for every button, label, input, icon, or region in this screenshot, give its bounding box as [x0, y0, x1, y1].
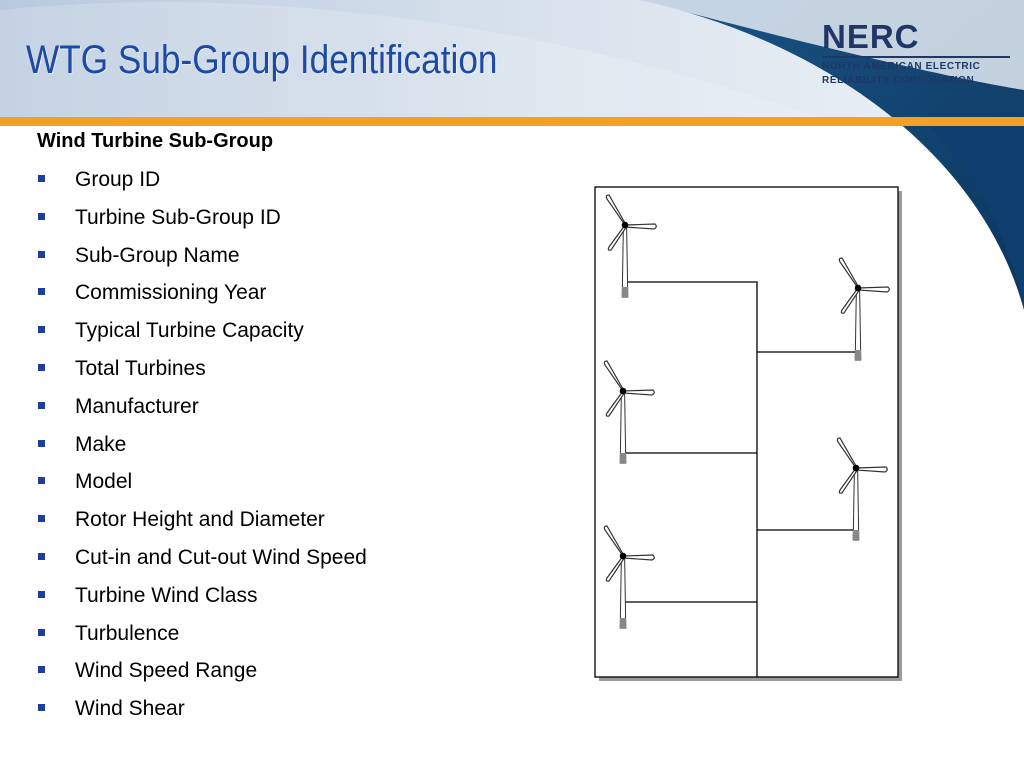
bullet-square-icon — [38, 401, 45, 409]
bullet-label: Wind Shear — [75, 697, 185, 721]
bullet-label: Rotor Height and Diameter — [75, 508, 325, 532]
bullet-square-icon — [38, 326, 45, 334]
bullet-square-icon — [38, 212, 45, 220]
logo-subtitle-line2: RELIABILITY CORPORATION — [822, 75, 975, 86]
navy-corner — [640, 0, 1024, 310]
bullet-square-icon — [38, 704, 45, 712]
bullet-label: Sub-Group Name — [75, 243, 240, 267]
bullet-square-icon — [38, 515, 45, 523]
page-title: WTG Sub-Group Identification — [26, 38, 498, 82]
section-heading: Wind Turbine Sub-Group — [37, 130, 274, 152]
bullet-label: Typical Turbine Capacity — [75, 319, 304, 343]
bullet-label: Group ID — [75, 168, 161, 191]
bullet-square-icon — [38, 250, 45, 258]
bullet-square-icon — [38, 363, 45, 371]
logo-subtitle-line1: NORTH AMERICAN ELECTRIC — [822, 61, 981, 72]
logo-rule — [822, 56, 1010, 58]
bullet-label: Model — [75, 470, 133, 494]
bullet-square-icon — [38, 439, 45, 447]
bullet-label: Make — [75, 432, 127, 456]
bullet-label: Turbine Wind Class — [75, 583, 258, 607]
bullet-square-icon — [38, 477, 45, 485]
bullet-square-icon — [38, 628, 45, 636]
bullet-label: Total Turbines — [75, 356, 206, 380]
nerc-logo: NERC NORTH AMERICAN ELECTRIC RELIABILITY… — [822, 18, 1012, 86]
bullet-square-icon — [38, 175, 45, 182]
wind-turbine-diagram — [594, 186, 902, 681]
navy-corner-below — [930, 126, 1024, 310]
bullet-label: Cut-in and Cut-out Wind Speed — [75, 545, 367, 569]
bullet-label: Turbulence — [75, 621, 180, 645]
bullet-square-icon — [38, 552, 45, 560]
header-swoosh — [0, 2, 820, 118]
bullet-square-icon — [38, 590, 45, 598]
bullet-square-icon — [38, 288, 45, 296]
bullet-label: Commissioning Year — [75, 281, 267, 305]
bullet-label: Turbine Sub-Group ID — [75, 205, 281, 229]
collector-lines — [625, 281, 858, 677]
orange-rule — [0, 117, 1024, 126]
bullet-square-icon — [38, 666, 45, 674]
light-corner-overlay — [640, 0, 1024, 90]
bullet-label: Manufacturer — [75, 394, 199, 418]
diagram-frame — [594, 186, 899, 678]
bullet-label: Wind Speed Range — [75, 659, 258, 683]
logo-name: NERC — [822, 18, 920, 55]
